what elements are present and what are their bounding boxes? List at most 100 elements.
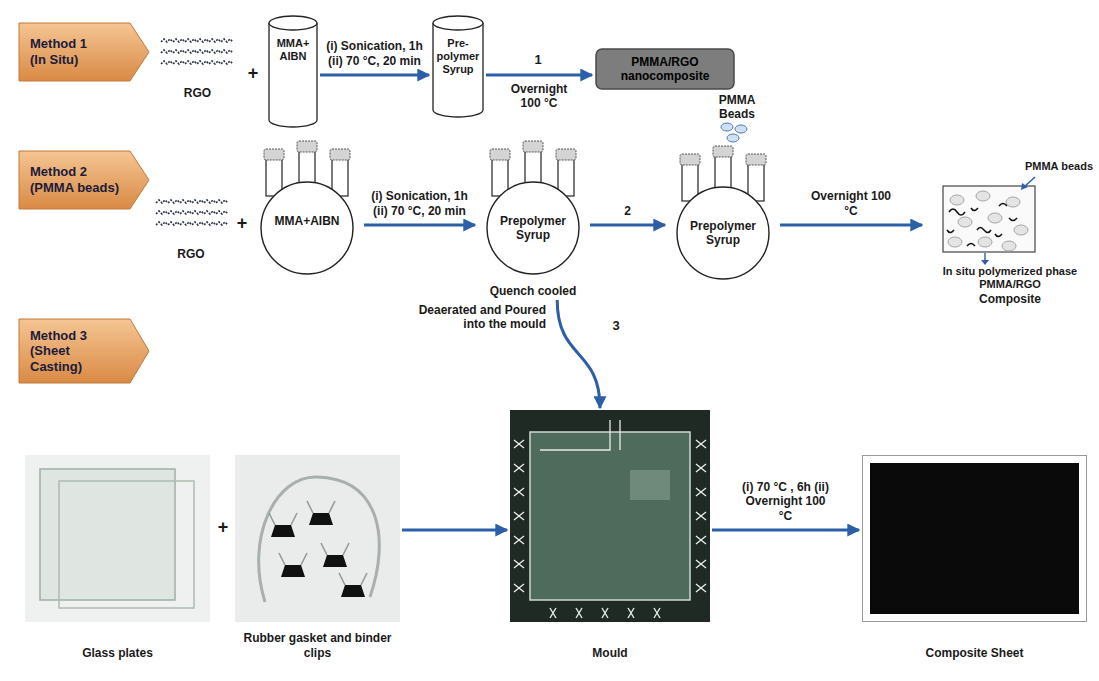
composite-sheet: [870, 463, 1079, 614]
glass-plate: [59, 481, 194, 608]
process-node: Glass plates: [25, 455, 210, 660]
process-arrow: [402, 529, 507, 532]
photo-caption: Rubber gasket and binder clips: [235, 631, 400, 660]
label-holder: +: [244, 63, 262, 85]
part-label: In situ polymerized phase PMMA/RGO: [925, 265, 1095, 291]
pmma-bead: [950, 195, 964, 205]
graphene-sheet: [161, 50, 233, 53]
cylinder-node: MMA+ AIBN: [268, 15, 318, 128]
label-holder: (i) 70 °C , 6h (ii) Overnight 100 °C: [738, 480, 834, 523]
flask-stopper: [264, 149, 284, 160]
pmma-bead: [978, 237, 992, 247]
flask-node: Prepolymer Syrup: [668, 145, 778, 280]
mould-glass: [630, 470, 670, 500]
label-holder: Deaerated and Poured into the mould: [416, 303, 546, 332]
flask-stopper: [556, 149, 576, 160]
process-arrow: [712, 529, 859, 532]
rgo-flake: [967, 244, 975, 247]
process-node: Composite Sheet: [862, 455, 1087, 660]
label-holder: +: [234, 213, 250, 235]
step-note: Quench cooled: [490, 284, 577, 298]
flask-body: [487, 182, 579, 274]
pmma-bead: [721, 123, 733, 131]
method-tag-shape: [19, 319, 149, 383]
clip-handle: [339, 573, 367, 585]
graphene-sheet: [156, 211, 228, 214]
pmma-bead: [988, 213, 1002, 223]
process-arrow: [320, 74, 429, 77]
binder-clip: [628, 608, 634, 618]
edge-label: Deaerated and Poured into the mould: [416, 303, 546, 332]
label-holder: Overnight 100 °C: [499, 82, 579, 111]
pmma-bead: [948, 237, 962, 247]
clip-handle: [269, 513, 297, 525]
label-holder: +: [213, 517, 233, 539]
gasket-line: [540, 420, 620, 450]
binder-clip: [341, 585, 365, 597]
binder-clip: [514, 440, 706, 448]
node-art: [862, 455, 1087, 660]
glass-plate: [40, 469, 175, 600]
rgo-flake: [999, 204, 1007, 207]
sheet-frame: [863, 456, 1087, 622]
flask-node: Prepolymer SyrupQuench cooled: [478, 140, 588, 298]
flask-node: MMA+AIBN: [252, 140, 362, 275]
callout-number: +: [213, 517, 233, 539]
method-tag-shape: [19, 23, 149, 81]
clip-handle: [279, 553, 307, 565]
flask-stopper: [713, 146, 733, 157]
graphene-sheet: [161, 39, 233, 42]
callout-number: 1: [530, 52, 546, 68]
label-holder: Overnight 100 °C: [810, 189, 892, 218]
binder-clip: [602, 608, 608, 618]
binder-clip: [271, 525, 295, 537]
photo-ground: [510, 410, 710, 622]
process-node: PMMA/RGO nanocomposite: [595, 48, 735, 90]
material-label: RGO: [184, 86, 211, 100]
flask-body: [677, 187, 769, 279]
vessel-label: MMA+ AIBN: [270, 37, 316, 63]
product-label: PMMA/RGO nanocomposite: [603, 55, 727, 84]
leader-head: [1021, 183, 1028, 190]
cylinder-body: [269, 23, 317, 127]
callout-number: +: [234, 213, 250, 235]
edge-label: Overnight 100 °C: [499, 82, 579, 111]
process-arrow: [364, 224, 475, 227]
flask-stopper: [523, 141, 543, 152]
vessel-label: Pre- polymer Syrup: [434, 37, 482, 77]
pmma-bead: [735, 125, 747, 133]
vessel-label: Prepolymer Syrup: [491, 214, 575, 243]
flask-stopper: [680, 154, 700, 165]
pmma-bead: [976, 191, 990, 201]
graphene-sheet: [156, 200, 228, 203]
cylinder-top: [269, 16, 317, 30]
edge-label: 2: [613, 204, 643, 218]
binder-clip: [576, 608, 582, 618]
part-label: PMMA beads: [1025, 160, 1093, 173]
pmma-bead: [727, 134, 739, 142]
flask-stopper: [330, 149, 350, 160]
product-label: Composite: [925, 292, 1095, 306]
mould-glass: [530, 432, 690, 600]
edge-label: (i) Sonication, 1h (ii) 70 °C, 20 min: [364, 189, 476, 218]
node-art: [252, 140, 362, 275]
node-art: [668, 145, 778, 280]
rgo-flake: [949, 209, 965, 215]
rubber-gasket: [259, 477, 380, 602]
method-label: Method 1 (In Situ): [30, 36, 102, 67]
binder-clip: [309, 513, 333, 525]
flask-stopper: [297, 141, 317, 152]
photo-caption: Mould: [510, 646, 710, 660]
leader-head: [981, 260, 989, 265]
flask-body: [261, 182, 353, 274]
material-label: RGO: [177, 247, 204, 261]
binder-clip: [323, 555, 347, 567]
cylinder-top: [433, 16, 483, 30]
process-node: Mould: [510, 410, 710, 660]
binder-clip: [514, 512, 706, 520]
graphene-sheet: [161, 61, 233, 64]
label-holder: (i) Sonication, 1h (ii) 70 °C, 20 min: [319, 39, 431, 68]
binder-clip: [281, 565, 305, 577]
method-tag-shape: [19, 151, 149, 209]
composite-block: [943, 186, 1035, 252]
